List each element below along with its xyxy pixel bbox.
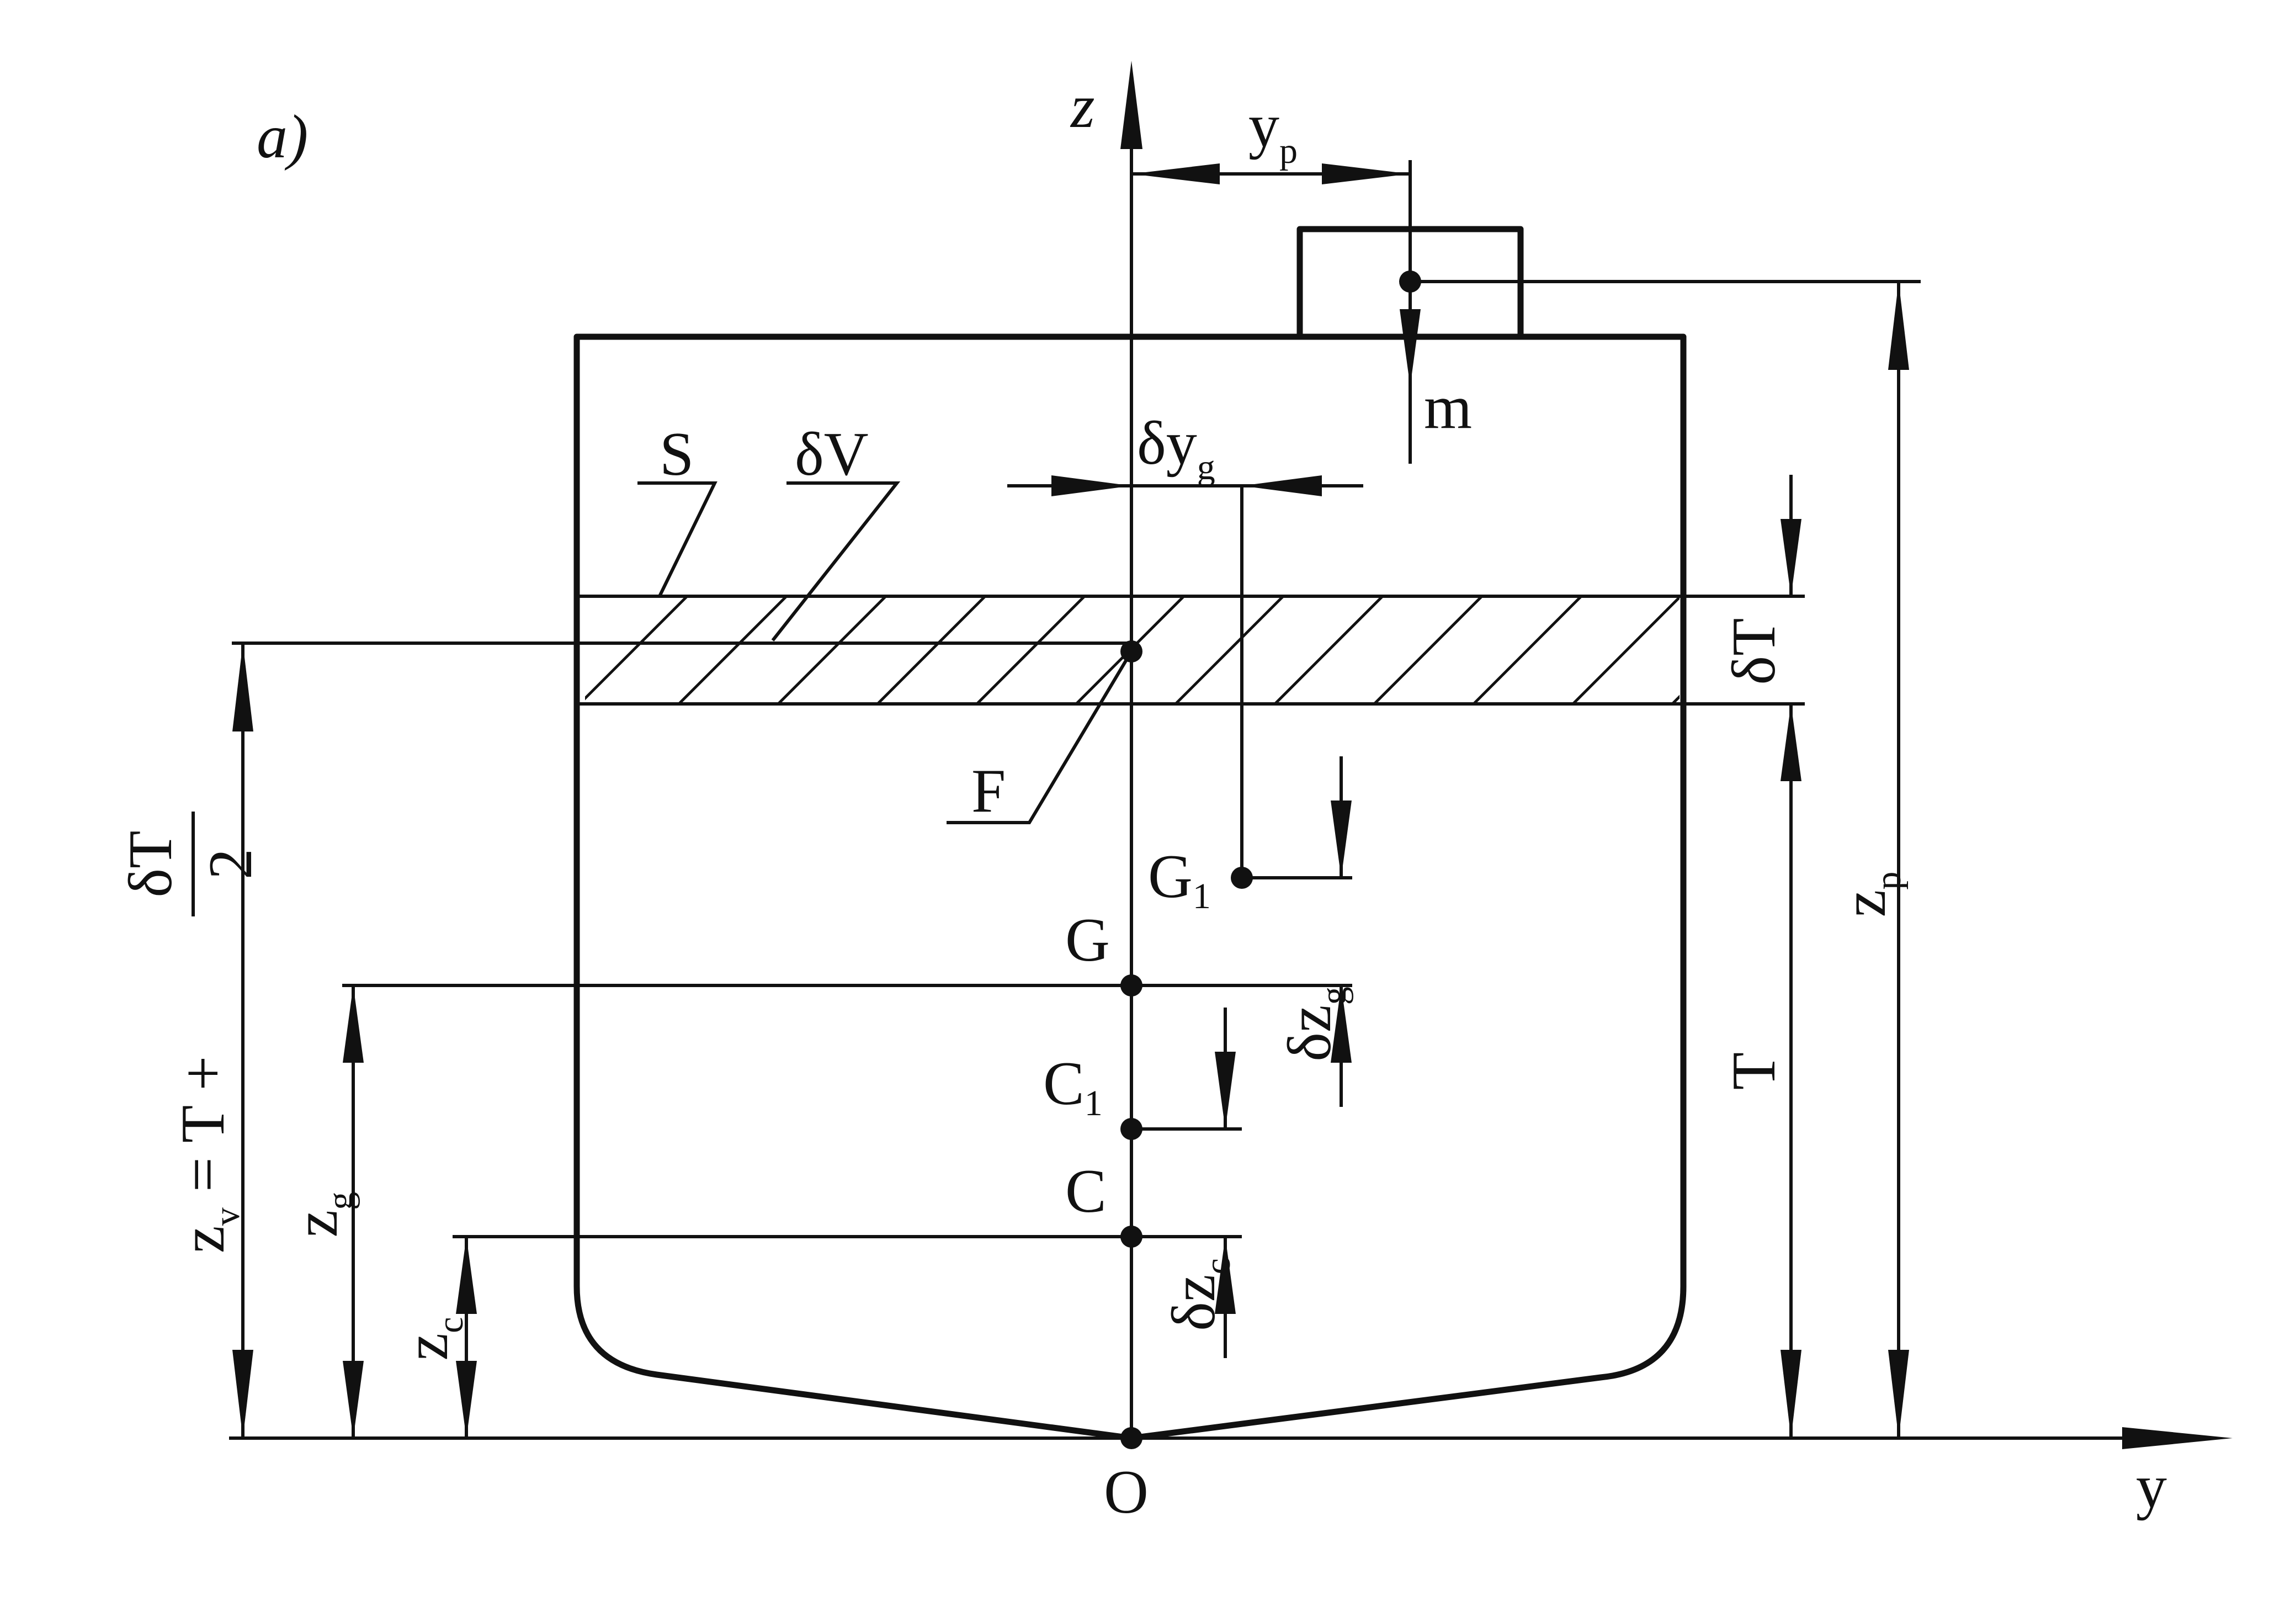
- zv-arrow-top: [232, 643, 253, 731]
- panel-label: a): [257, 103, 308, 171]
- T-arrow-bottom: [1781, 1350, 1801, 1438]
- z-axis-arrowhead: [1120, 61, 1142, 149]
- yp-arrow-left: [1131, 163, 1220, 184]
- dzg-label: δzg: [1275, 987, 1354, 1061]
- dzc-label: δzc: [1160, 1258, 1238, 1331]
- dV-label: δV: [795, 420, 869, 489]
- dyg-arrow-right: [1051, 475, 1131, 496]
- dT-label: δT: [1720, 618, 1788, 685]
- zg-arrow-bottom: [343, 1361, 364, 1438]
- zc-label: zc: [392, 1317, 471, 1360]
- point-O: [1120, 1427, 1142, 1449]
- dzg-arrow-lower: [1331, 985, 1352, 1063]
- y-axis-label: y: [2136, 1452, 2167, 1521]
- dV-leader: [771, 481, 901, 642]
- zp-arrow-top: [1888, 282, 1909, 370]
- zv-formula: zv = T + δT 2: [116, 812, 265, 1253]
- F-leader: [947, 650, 1133, 824]
- S-leader: [637, 481, 718, 597]
- dT-arrow-lower: [1781, 704, 1801, 781]
- zv-formula-lhs: zv = T +: [169, 1056, 247, 1253]
- zp-arrow-bottom: [1888, 1350, 1909, 1438]
- G-label: G: [1065, 906, 1110, 974]
- zp-label: zp: [1830, 872, 1909, 918]
- zv-formula-numerator: δT: [116, 830, 185, 897]
- dT-arrow-upper: [1781, 519, 1801, 596]
- zc-arrow-top: [456, 1237, 477, 1314]
- hull-outline: [573, 333, 1687, 1441]
- dzg-arrow-upper: [1331, 800, 1352, 878]
- dyg-label: δyg: [1137, 409, 1215, 487]
- z-axis-label: z: [1070, 72, 1095, 141]
- m-label: m: [1424, 373, 1472, 442]
- zv-arrow-bottom: [232, 1350, 253, 1438]
- G1-label: G1: [1148, 842, 1211, 916]
- yp-arrow-right: [1322, 163, 1410, 184]
- zg-label: zg: [282, 1192, 360, 1238]
- dzc-arrow-upper: [1215, 1052, 1236, 1129]
- zv-formula-denominator: 2: [196, 849, 265, 879]
- origin-label: O: [1104, 1458, 1149, 1526]
- C1-label: C1: [1043, 1049, 1103, 1123]
- dyg-arrow-left: [1242, 475, 1322, 496]
- zg-arrow-top: [343, 985, 364, 1063]
- C-label: C: [1065, 1157, 1107, 1226]
- zc-arrow-bottom: [456, 1361, 477, 1438]
- F-label: F: [971, 757, 1006, 825]
- S-label: S: [660, 420, 694, 489]
- T-label: T: [1720, 1052, 1788, 1090]
- weight-arrow-m: [1400, 309, 1421, 386]
- hatched-layer: [585, 596, 1680, 704]
- yp-label: yp: [1248, 92, 1298, 171]
- y-axis-arrowhead: [2122, 1427, 2233, 1449]
- dzc-arrow-lower: [1215, 1237, 1236, 1314]
